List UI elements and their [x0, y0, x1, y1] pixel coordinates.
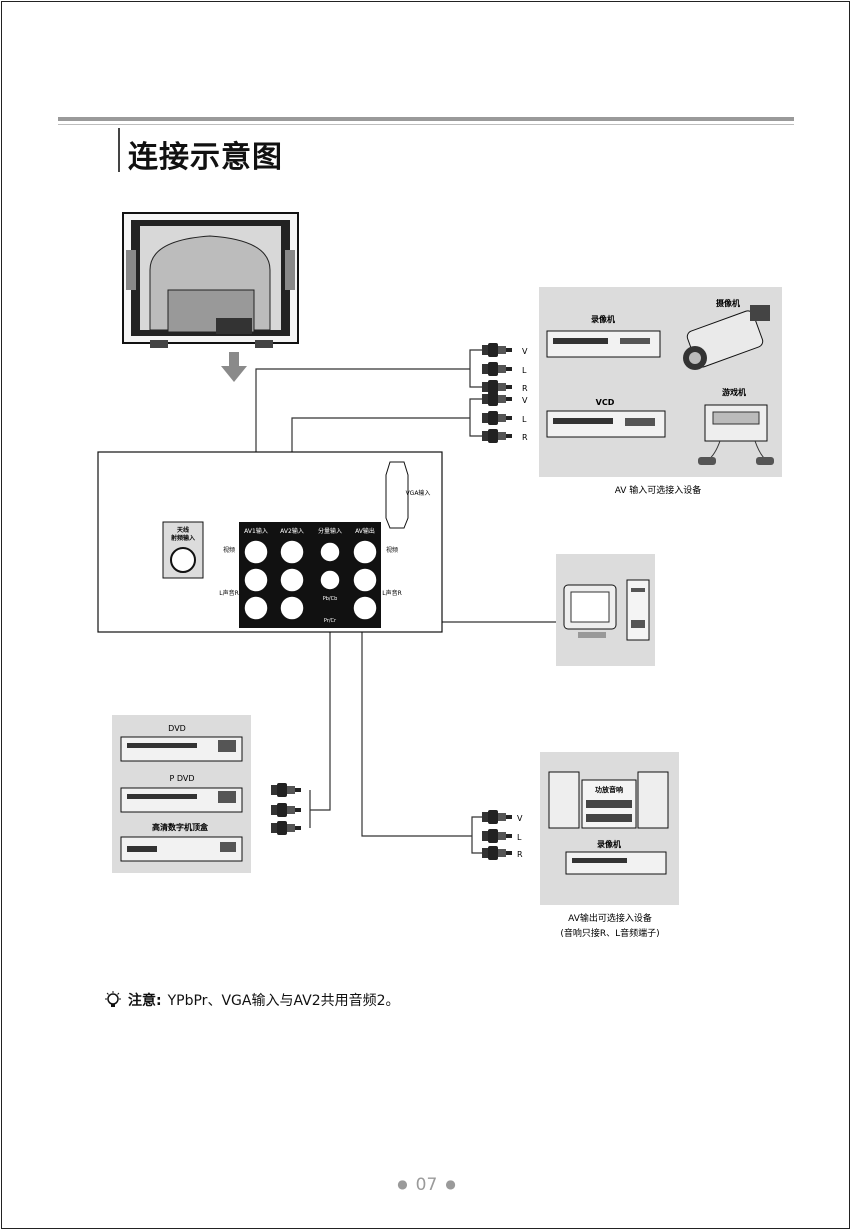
audio-side-label-right: L声音R — [382, 589, 402, 597]
header-rule — [58, 117, 794, 121]
antenna-label: 天线 — [177, 526, 189, 534]
jack-v: V — [522, 396, 528, 405]
av-output-devices: 功放音响 录像机 — [540, 752, 679, 905]
vcr-device — [546, 330, 661, 358]
input-panel: 天线 射频输入 AV1输入 AV2输入 分量输入 AV输出 Pb/Cb Pr/C… — [97, 451, 443, 633]
game-console-device — [698, 404, 774, 465]
dvd-devices: DVD P DVD 高清数字机顶盒 — [112, 715, 251, 873]
video-side-label: 视频 — [223, 546, 235, 554]
vcr-label: 录像机 — [591, 314, 615, 324]
pr-label: Pr/Cr — [324, 618, 337, 624]
jack-r: R — [522, 384, 528, 393]
page-number-value: 07 — [415, 1175, 438, 1195]
note-prefix: 注意: — [128, 993, 162, 1009]
av2-label: AV2输入 — [280, 527, 304, 535]
note-text: YPbPr、VGA输入与AV2共用音频2。 — [167, 993, 400, 1009]
avout-label: AV输出 — [355, 527, 375, 535]
jack-l: L — [522, 415, 527, 424]
page-title: 连接示意图 — [128, 140, 283, 175]
jack-l: L — [522, 366, 527, 375]
av-input-devices: 录像机 摄像机 VCD 游戏机 — [539, 287, 782, 477]
vcd-label: VCD — [596, 398, 615, 407]
recorder-label: 录像机 — [597, 839, 621, 849]
vcd-device — [546, 410, 666, 438]
jack-r: R — [517, 850, 523, 859]
av-output-caption: AV输出可选接入设备 — [568, 912, 652, 924]
pb-label: Pb/Cb — [323, 596, 338, 602]
jack-v: V — [517, 814, 523, 823]
down-arrow-icon — [221, 352, 247, 382]
dvd-label: DVD — [168, 724, 186, 733]
header-rule-thin — [58, 124, 794, 125]
jack-v: V — [522, 347, 528, 356]
jack-r: R — [522, 433, 528, 442]
audio-side-label: L声音R — [219, 589, 239, 597]
camcorder-label: 摄像机 — [716, 298, 740, 308]
component-label: 分量输入 — [318, 527, 342, 535]
av-output-plugs: V L R — [482, 810, 523, 860]
page-number: ●07● — [397, 1175, 456, 1195]
pdvd-label: P DVD — [169, 774, 194, 783]
note: 注意: YPbPr、VGA输入与AV2共用音频2。 — [104, 990, 400, 1010]
component-plugs — [271, 783, 301, 835]
game-console-label: 游戏机 — [722, 387, 746, 397]
camcorder-device — [683, 305, 770, 370]
vga-label: VGA输入 — [406, 489, 431, 497]
av-input-plugs: V L R V L R — [482, 343, 528, 443]
av-input-caption: AV 输入可选接入设备 — [615, 484, 702, 496]
hd-stb-label: 高清数字机顶盒 — [152, 822, 209, 832]
antenna-sublabel: 射频输入 — [170, 534, 195, 542]
jack-l: L — [517, 833, 522, 842]
title-marker — [118, 128, 120, 172]
av1-label: AV1输入 — [244, 527, 268, 535]
computer-device — [556, 554, 655, 666]
av-output-caption-sub: (音响只接R、L音频端子) — [560, 927, 659, 939]
amplifier-label: 功放音响 — [595, 785, 623, 794]
lightbulb-icon — [105, 991, 121, 1007]
video-side-label-right: 视频 — [386, 546, 398, 554]
tv-rear-view — [122, 212, 299, 348]
